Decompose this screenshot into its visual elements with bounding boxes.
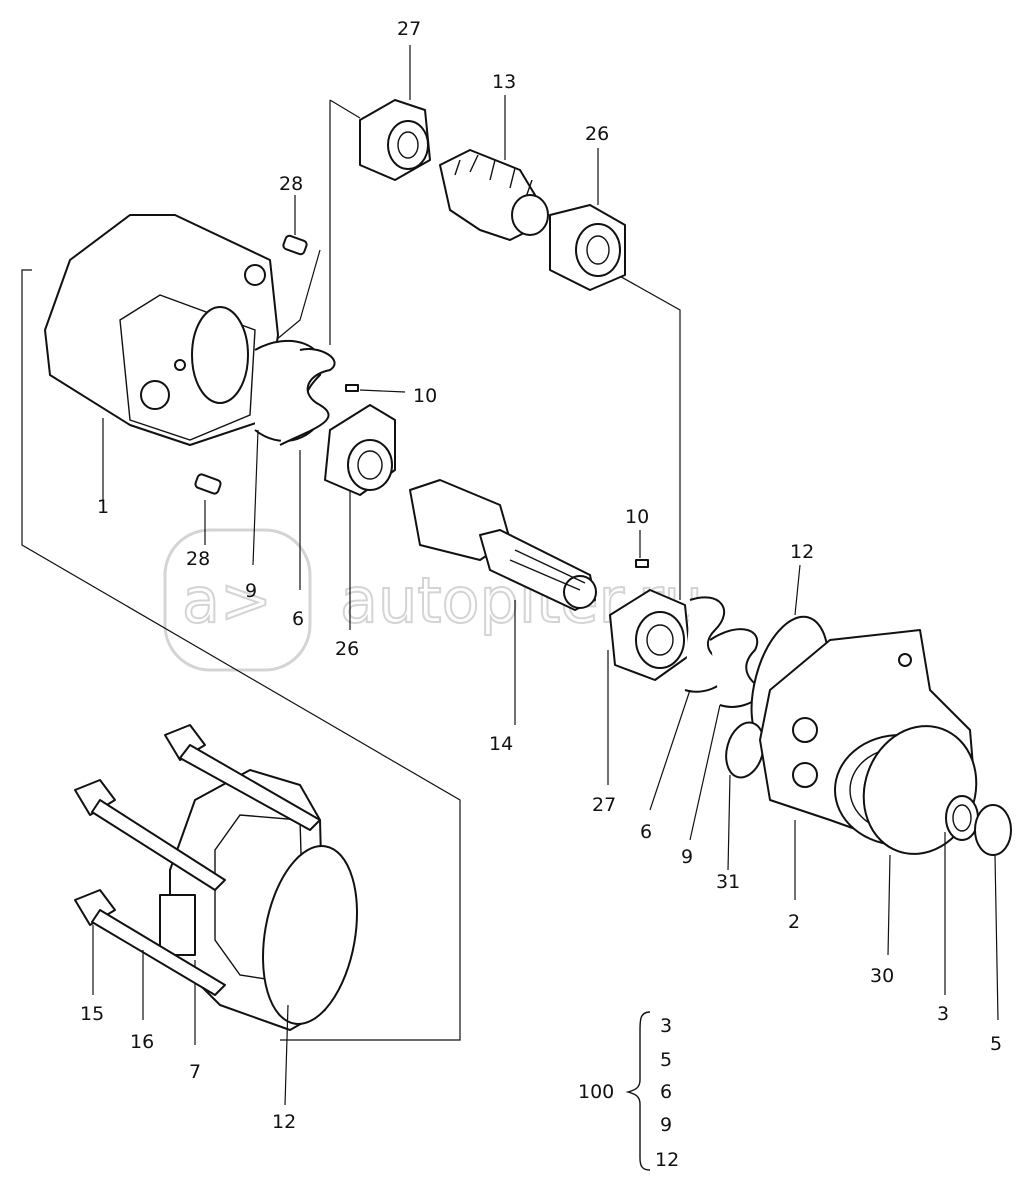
callout-27-right: 27 <box>592 794 616 816</box>
callout-14: 14 <box>489 733 513 755</box>
callout-6-left: 6 <box>292 608 304 630</box>
bushing-part-top <box>359 45 431 181</box>
key-part-right <box>635 530 649 568</box>
dowel-pin-parts <box>194 195 308 545</box>
callout-10-right: 10 <box>625 506 649 528</box>
callout-2: 2 <box>788 911 800 933</box>
watermark-logo-text: a> <box>182 564 272 637</box>
oil-seal-part-3 <box>944 795 979 995</box>
bushing-part-middle <box>324 384 406 630</box>
callout-26-mid: 26 <box>335 638 359 660</box>
callout-28-top: 28 <box>279 173 303 195</box>
callout-13: 13 <box>492 71 516 93</box>
callout-7: 7 <box>189 1061 201 1083</box>
callout-27-top: 27 <box>397 18 421 40</box>
kit-item: 5 <box>660 1049 672 1071</box>
assembly-guide-lines <box>21 99 681 1041</box>
gear-part-13 <box>439 95 549 241</box>
callout-9-right: 9 <box>681 846 693 868</box>
callout-10-upper: 10 <box>413 385 437 407</box>
kit-number: 100 <box>578 1081 614 1103</box>
callout-6-right: 6 <box>640 821 652 843</box>
kit-item: 12 <box>655 1149 679 1171</box>
pump-body-part <box>44 214 279 505</box>
callout-3: 3 <box>937 1003 949 1025</box>
o-ring-part-bottom <box>262 845 358 1106</box>
kit-item: 9 <box>660 1114 672 1136</box>
callout-26-top: 26 <box>585 123 609 145</box>
callout-12-right: 12 <box>790 541 814 563</box>
bushing-part-right <box>607 589 691 785</box>
bushing-part-top-right <box>549 148 626 291</box>
kit-item: 3 <box>660 1015 672 1037</box>
callout-5: 5 <box>990 1033 1002 1055</box>
callout-30: 30 <box>870 965 894 987</box>
kit-item: 6 <box>660 1081 672 1103</box>
callout-1: 1 <box>97 496 109 518</box>
callout-28-bottom: 28 <box>186 548 210 570</box>
callout-16: 16 <box>130 1031 154 1053</box>
snap-ring-part-5 <box>974 804 1012 1021</box>
callout-12-bottom: 12 <box>272 1111 296 1133</box>
bolt-parts-15-16 <box>74 724 321 1020</box>
kit-legend: 100 3 5 6 9 12 <box>578 1011 679 1171</box>
kit-brace <box>625 1011 651 1171</box>
drive-shaft-part-14 <box>409 479 597 725</box>
callout-15: 15 <box>80 1003 104 1025</box>
callout-9-left: 9 <box>245 580 257 602</box>
callout-31: 31 <box>716 871 740 893</box>
seal-parts-left <box>252 340 336 590</box>
seal-parts-right <box>649 596 766 841</box>
